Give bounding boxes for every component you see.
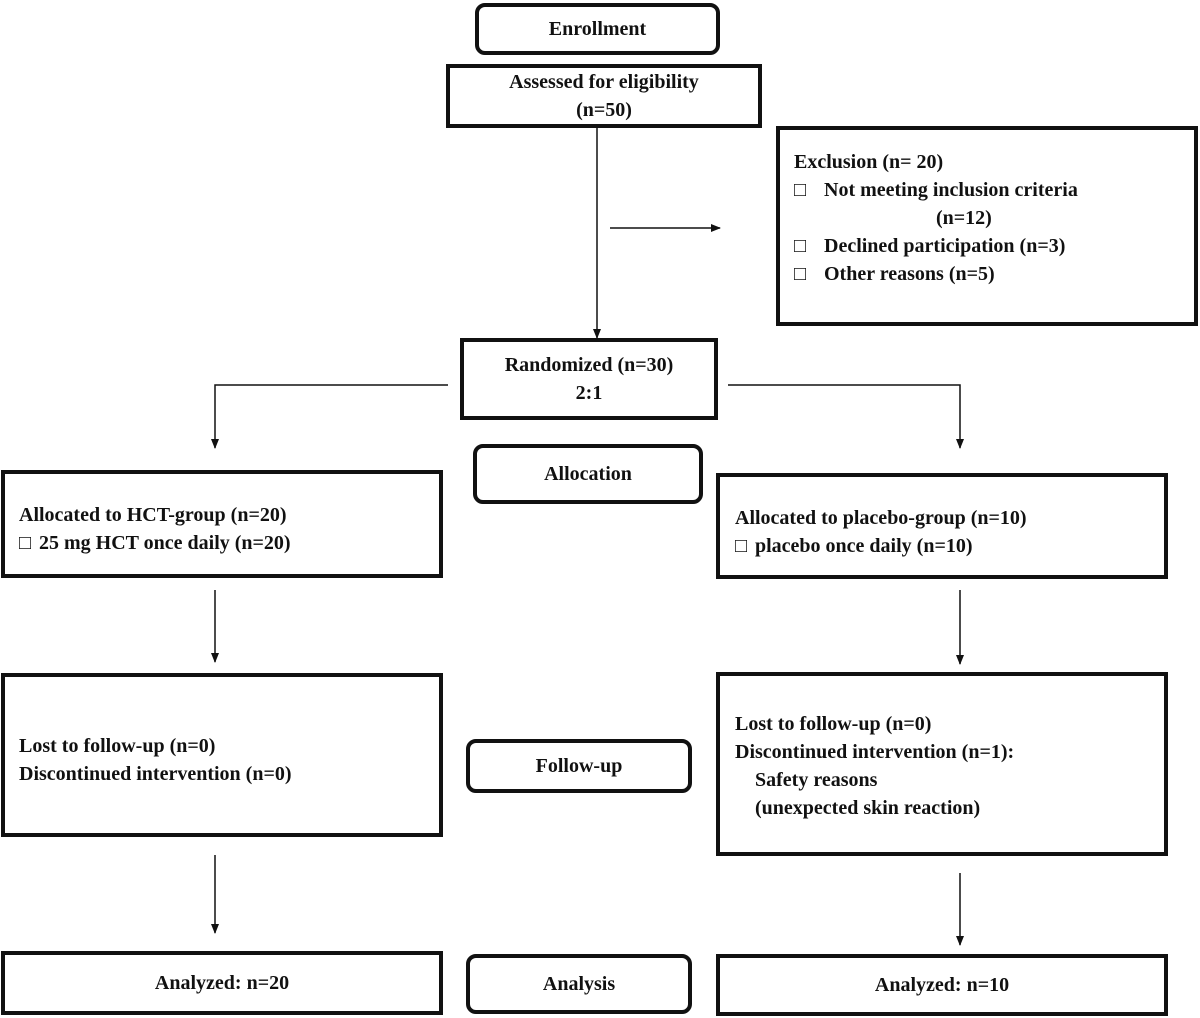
eligibility-box: Assessed for eligibility (n=50): [446, 64, 762, 128]
eligibility-line2: (n=50): [576, 99, 632, 121]
exclusion-item-3-label: Other reasons (n=5): [824, 263, 995, 285]
exclusion-item-1-label: Not meeting inclusion criteria: [824, 179, 1078, 201]
stage-allocation-label: Allocation: [544, 462, 632, 485]
arrow-randomized-to-hct: [211, 384, 448, 449]
hct-allocated: Allocated to HCT-group (n=20): [19, 504, 287, 526]
checkbox-icon: □: [794, 179, 807, 201]
placebo-analyzed: Analyzed: n=10: [874, 974, 1010, 996]
stage-analysis-label: Analysis: [542, 972, 616, 995]
hct-allocated-detail-row: □ 25 mg HCT once daily (n=20): [19, 529, 439, 557]
hct-allocation-box: Allocated to HCT-group (n=20) □ 25 mg HCT…: [1, 470, 443, 578]
placebo-allocation-box: Allocated to placebo-group (n=10) □ place…: [716, 473, 1168, 579]
stage-allocation: Allocation: [473, 444, 703, 504]
checkbox-icon: □: [19, 532, 32, 554]
placebo-allocated-detail: placebo once daily (n=10): [755, 535, 973, 557]
placebo-followup-box: Lost to follow-up (n=0) Discontinued int…: [716, 672, 1168, 856]
hct-lost: Lost to follow-up (n=0): [19, 735, 216, 757]
randomized-line1: Randomized (n=30): [504, 354, 674, 376]
placebo-lost: Lost to follow-up (n=0): [735, 713, 932, 735]
stage-analysis: Analysis: [466, 954, 692, 1014]
hct-followup-box: Lost to follow-up (n=0) Discontinued int…: [1, 673, 443, 837]
hct-analyzed-box: Analyzed: n=20: [1, 951, 443, 1015]
checkbox-icon: □: [794, 235, 807, 257]
stage-follow-up: Follow-up: [466, 739, 692, 793]
placebo-allocated-detail-row: □ placebo once daily (n=10): [735, 532, 1164, 560]
placebo-discontinued: Discontinued intervention (n=1):: [735, 741, 1015, 763]
checkbox-icon: □: [735, 535, 748, 557]
randomized-box: Randomized (n=30) 2:1: [460, 338, 718, 420]
randomized-line2: 2:1: [575, 382, 603, 404]
placebo-reason-1: Safety reasons: [755, 769, 878, 791]
exclusion-title: Exclusion (n= 20): [794, 151, 944, 173]
placebo-analyzed-box: Analyzed: n=10: [716, 954, 1168, 1016]
placebo-reason-2: (unexpected skin reaction): [755, 797, 981, 819]
stage-enrollment-label: Enrollment: [548, 17, 647, 40]
placebo-allocated: Allocated to placebo-group (n=10): [735, 507, 1027, 529]
hct-discontinued: Discontinued intervention (n=0): [19, 763, 292, 785]
arrow-randomized-to-placebo: [728, 384, 964, 449]
checkbox-icon: □: [794, 263, 807, 285]
exclusion-item-1: □ Not meeting inclusion criteria: [794, 176, 1194, 204]
stage-enrollment: Enrollment: [475, 3, 720, 55]
exclusion-item-3: □ Other reasons (n=5): [794, 260, 1194, 288]
exclusion-item-1-sub: (n=12): [936, 207, 992, 229]
exclusion-box: Exclusion (n= 20) □ Not meeting inclusion…: [776, 126, 1198, 326]
exclusion-item-2-label: Declined participation (n=3): [824, 235, 1066, 257]
hct-allocated-detail: 25 mg HCT once daily (n=20): [39, 532, 291, 554]
exclusion-item-2: □ Declined participation (n=3): [794, 232, 1194, 260]
stage-follow-up-label: Follow-up: [535, 754, 623, 777]
eligibility-line1: Assessed for eligibility: [509, 71, 699, 93]
hct-analyzed: Analyzed: n=20: [154, 972, 290, 994]
